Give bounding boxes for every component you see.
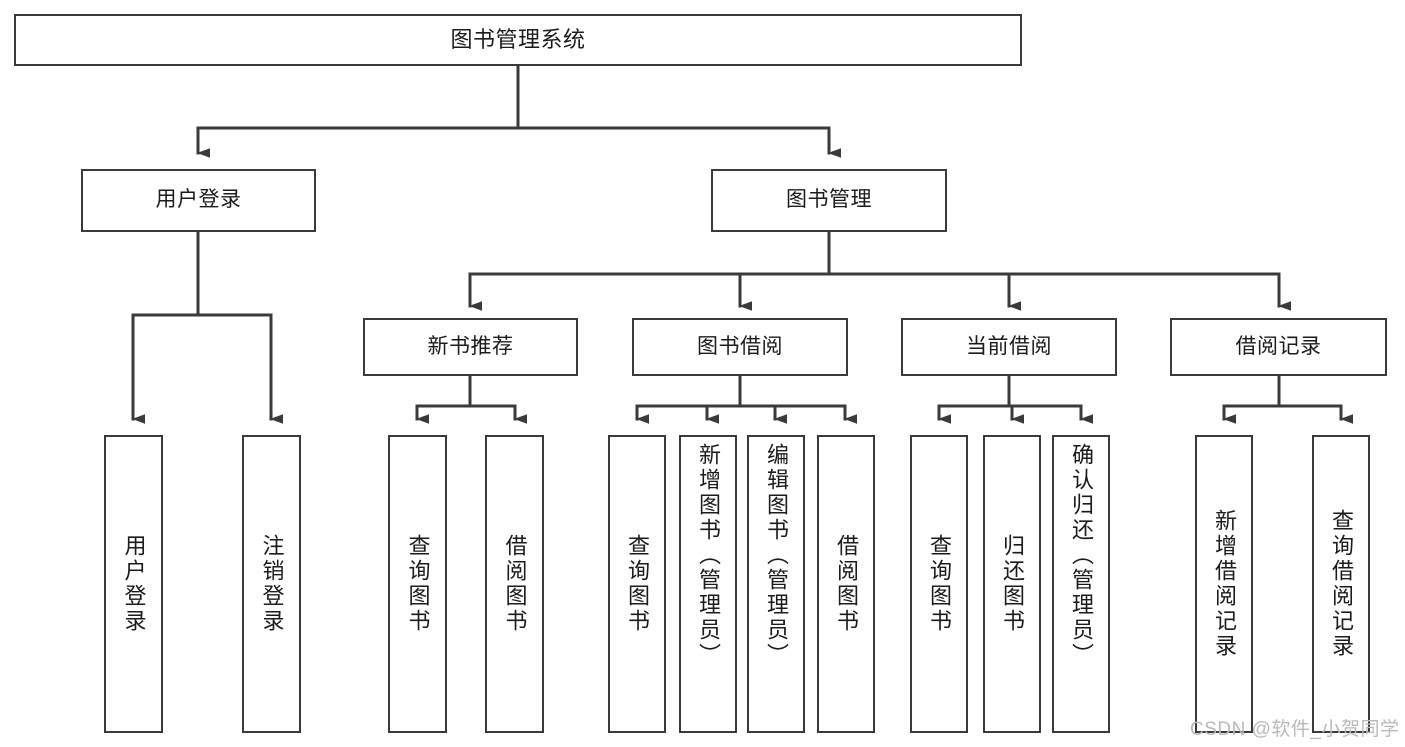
node-borrow-record[interactable]: 借阅记录 <box>1170 318 1387 376</box>
leaf-confirm-return-admin-label: 确认归还（管理员） <box>1069 443 1094 668</box>
node-book-borrow-label: 图书借阅 <box>697 334 783 358</box>
leaf-user-login-label: 用户登录 <box>121 534 147 634</box>
node-new-book-recommend[interactable]: 新书推荐 <box>363 318 578 376</box>
leaf-borrow-book-1[interactable]: 借阅图书 <box>485 435 544 733</box>
leaf-add-borrow-record-label: 新增借阅记录 <box>1212 509 1237 659</box>
node-root-label: 图书管理系统 <box>450 27 586 53</box>
leaf-return-book[interactable]: 归还图书 <box>983 435 1041 733</box>
leaf-borrow-book-2-label: 借阅图书 <box>834 534 859 634</box>
leaf-query-borrow-record[interactable]: 查询借阅记录 <box>1312 435 1370 733</box>
node-current-borrow[interactable]: 当前借阅 <box>901 318 1117 376</box>
leaf-add-borrow-record[interactable]: 新增借阅记录 <box>1195 435 1253 733</box>
leaf-query-book-3-label: 查询图书 <box>927 534 952 634</box>
leaf-edit-book-admin-label: 编辑图书（管理员） <box>764 443 789 668</box>
leaf-borrow-book-2[interactable]: 借阅图书 <box>817 435 875 733</box>
leaf-confirm-return-admin[interactable]: 确认归还（管理员） <box>1052 435 1110 733</box>
leaf-logout-login[interactable]: 注销登录 <box>242 435 301 733</box>
leaf-logout-login-label: 注销登录 <box>259 534 285 634</box>
leaf-user-login[interactable]: 用户登录 <box>104 435 163 733</box>
leaf-add-book-admin[interactable]: 新增图书（管理员） <box>679 435 737 733</box>
node-user-login-label: 用户登录 <box>155 188 242 212</box>
node-user-login[interactable]: 用户登录 <box>81 169 316 232</box>
node-book-management-label: 图书管理 <box>786 188 872 212</box>
leaf-query-book-2[interactable]: 查询图书 <box>608 435 666 733</box>
node-borrow-record-label: 借阅记录 <box>1235 334 1322 358</box>
node-root[interactable]: 图书管理系统 <box>14 14 1022 66</box>
node-book-borrow[interactable]: 图书借阅 <box>632 318 848 376</box>
leaf-query-borrow-record-label: 查询借阅记录 <box>1329 509 1354 659</box>
node-new-book-recommend-label: 新书推荐 <box>427 334 514 358</box>
leaf-borrow-book-1-label: 借阅图书 <box>502 534 528 634</box>
leaf-query-book-1[interactable]: 查询图书 <box>388 435 447 733</box>
leaf-query-book-3[interactable]: 查询图书 <box>910 435 968 733</box>
node-current-borrow-label: 当前借阅 <box>966 334 1052 358</box>
leaf-return-book-label: 归还图书 <box>1000 534 1025 634</box>
leaf-query-book-1-label: 查询图书 <box>405 534 431 634</box>
node-book-management[interactable]: 图书管理 <box>711 169 947 232</box>
leaf-add-book-admin-label: 新增图书（管理员） <box>696 443 721 668</box>
leaf-edit-book-admin[interactable]: 编辑图书（管理员） <box>747 435 805 733</box>
leaf-query-book-2-label: 查询图书 <box>625 534 650 634</box>
